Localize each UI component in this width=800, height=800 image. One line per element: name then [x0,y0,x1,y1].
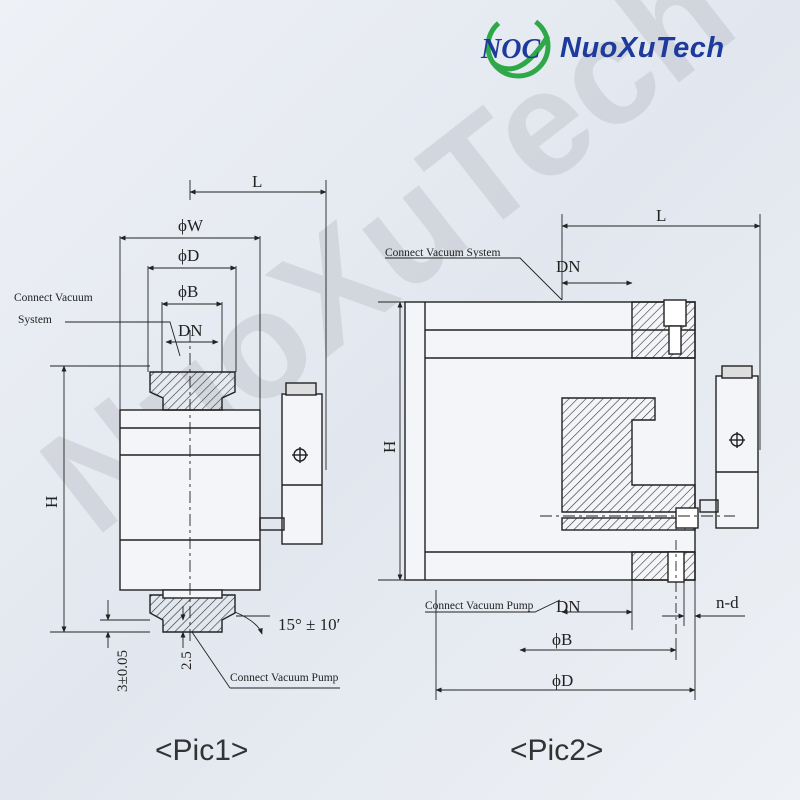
pic2-dim-DN-top: DN [556,257,581,276]
pic1-top-flange [149,371,236,411]
pic1-bottom-flange [149,594,236,633]
pic1-dim-3-05: 3±0.05 [115,650,131,692]
pic2-actuator [715,375,759,529]
pic1-dim-H: H [42,496,61,508]
pic2-drawing [378,214,761,700]
pic1-dim-phiB: ϕB [178,282,198,301]
pic1-dim-L: L [252,172,262,191]
pic2-dim-phiB: ϕB [552,630,572,649]
pic1-dim-2-5: 2.5 [179,651,195,670]
pic2-caption: <Pic2> [510,734,604,767]
globe-logo-icon: NOC [480,13,551,79]
pic2-dim-DN-bottom: DN [556,597,581,616]
pic1-dim-phiW: ϕW [178,216,204,235]
pic1-label-system-2: System [18,314,52,326]
pic2-gate [561,397,696,513]
pic2-dim-L: L [656,206,666,225]
pic1-actuator [281,393,323,545]
pic2-dim-phiD: ϕD [552,671,573,690]
pic2-bottom-ring [631,551,696,581]
brand-logo: NOC NuoXuTech [478,6,798,86]
brand-name: NuoXuTech [560,32,725,64]
pic2-dim-H: H [380,441,399,453]
pic1-dim-phiD: ϕD [178,246,199,265]
pic1-caption: <Pic1> [155,734,249,767]
logo-mark-text: NOC [480,34,540,65]
pic1-label-system-1: Connect Vacuum [14,292,93,304]
pic2-dim-nd: n-d [716,593,739,612]
pic1-angle: 15° ± 10′ [278,615,340,634]
pic2-label-system: Connect Vacuum System [385,247,500,259]
pic1-dim-DN: DN [178,321,203,340]
pic1-label-pump: Connect Vacuum Pump [230,672,339,684]
pic2-label-pump: Connect Vacuum Pump [425,600,534,612]
pic1-drawing [50,180,340,689]
